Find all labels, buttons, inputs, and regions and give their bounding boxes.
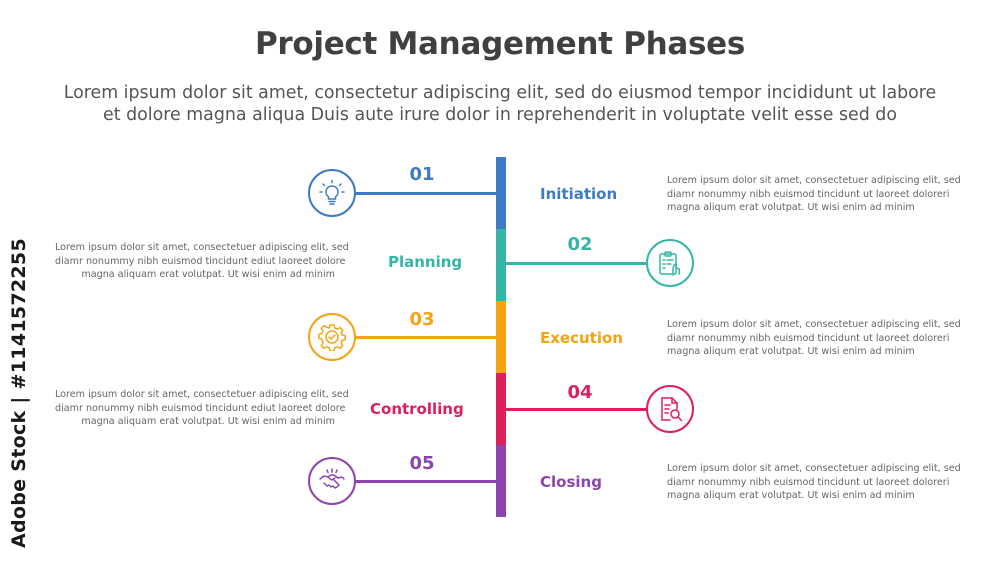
connector-line-1	[355, 192, 497, 195]
phase-4-label: Controlling	[370, 400, 464, 418]
connector-line-2	[505, 262, 650, 265]
connector-line-5	[355, 480, 497, 483]
lightbulb-icon	[319, 179, 345, 205]
phase-2-circle	[646, 239, 694, 287]
spine-segment-5	[496, 445, 506, 517]
phase-4-circle	[646, 385, 694, 433]
connector-line-3	[355, 336, 497, 339]
subtitle-line-1: Lorem ipsum dolor sit amet, consectetur …	[63, 83, 937, 103]
phase-3-label: Execution	[540, 329, 623, 347]
phase-1-label: Initiation	[540, 185, 618, 203]
gear-check-icon	[318, 324, 346, 351]
phase-3-circle	[308, 313, 356, 361]
spine-segment-4	[496, 373, 506, 445]
connector-line-4	[505, 408, 650, 411]
page-title: Project Management Phases	[254, 26, 746, 62]
document-search-icon	[661, 397, 683, 422]
phase-2-number: 02	[567, 234, 593, 255]
spine-segment-1	[496, 157, 506, 229]
phase-4-description: Lorem ipsum dolor sit amet, consectetuer…	[55, 389, 349, 427]
phase-1-description: Lorem ipsum dolor sit amet, consectetuer…	[667, 175, 961, 213]
phase-2-label: Planning	[388, 253, 463, 271]
stock-watermark: Adobe Stock | #1141572255	[8, 238, 30, 548]
handshake-icon	[319, 468, 345, 489]
phase-3-description: Lorem ipsum dolor sit amet, consectetuer…	[667, 319, 961, 357]
subtitle: Lorem ipsum dolor sit amet, consectetur …	[0, 82, 1000, 126]
phase-3-number: 03	[409, 309, 435, 330]
phase-5-label: Closing	[540, 473, 602, 491]
phase-4-number: 04	[567, 382, 593, 403]
clipboard-hand-icon	[659, 251, 681, 276]
subtitle-line-2: et dolore magna aliqua Duis aute irure d…	[103, 105, 897, 125]
spine-segment-3	[496, 301, 506, 373]
spine-segment-2	[496, 229, 506, 301]
phase-5-circle	[308, 457, 356, 505]
phase-5-description: Lorem ipsum dolor sit amet, consectetuer…	[667, 463, 961, 501]
phase-1-circle	[308, 169, 356, 217]
phase-2-description: Lorem ipsum dolor sit amet, consectetuer…	[55, 242, 349, 280]
phase-5-number: 05	[409, 453, 435, 474]
phase-1-number: 01	[409, 164, 435, 185]
